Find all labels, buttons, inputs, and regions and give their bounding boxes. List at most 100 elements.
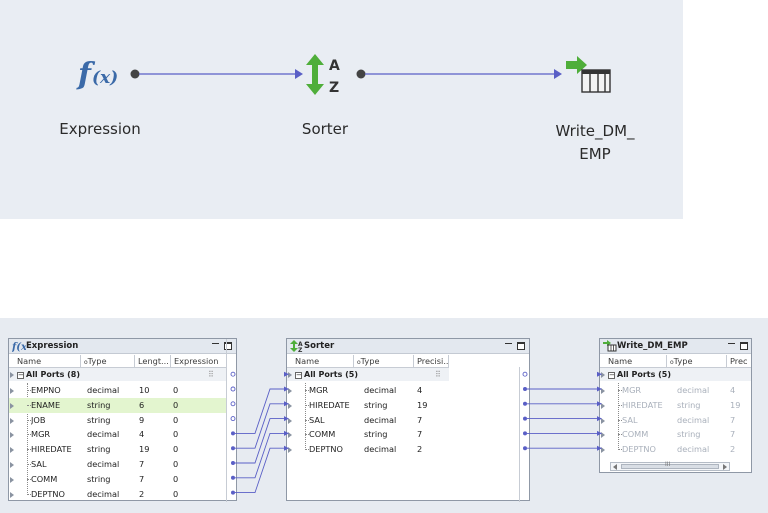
port-precision: 19 (417, 399, 428, 410)
port-group-all-ports[interactable]: −All Ports (8) ⠿ (9, 368, 226, 381)
minimize-icon[interactable] (728, 343, 735, 344)
column-header-name[interactable]: Name (292, 355, 354, 367)
port-type: decimal (677, 444, 710, 455)
scrollbar-thumb[interactable]: III (621, 461, 719, 469)
scroll-thumb-grip: III (665, 461, 671, 468)
port-link[interactable] (235, 432, 284, 479)
expand-icon (10, 432, 14, 439)
horizontal-scrollbar[interactable]: III (610, 461, 730, 471)
port-type: decimal (364, 385, 397, 395)
port-expression: 0 (173, 444, 179, 455)
port-length: 7 (139, 473, 145, 484)
sorter-panel-titlebar[interactable]: A Z Sorter (287, 339, 529, 354)
panel-title: Write_DM_EMP (617, 341, 688, 351)
maximize-icon[interactable] (740, 342, 748, 350)
port-type: decimal (677, 385, 710, 395)
port-type: string (87, 473, 111, 484)
column-header-expression[interactable]: Expression (174, 356, 218, 366)
collapse-icon[interactable]: − (295, 371, 302, 379)
expression-output-port[interactable] (130, 69, 140, 79)
sorter-output-port[interactable] (356, 69, 366, 79)
expression-node-label[interactable]: Expression (59, 120, 141, 138)
collapse-icon[interactable]: − (608, 371, 615, 379)
expand-icon (288, 388, 292, 394)
port-group-all-ports[interactable]: −All Ports (5) (600, 368, 751, 381)
maximize-icon[interactable] (517, 342, 525, 350)
target-node-label[interactable]: Write_DM_ EMP (530, 120, 660, 166)
maximize-icon[interactable] (224, 342, 232, 350)
column-header-precision[interactable]: Precisi... (414, 355, 449, 367)
port-link[interactable] (235, 447, 284, 494)
port-name: SAL (309, 414, 325, 425)
port-link[interactable] (235, 388, 284, 434)
port-precision: 19 (730, 399, 741, 410)
expand-icon (601, 432, 605, 439)
target-panel[interactable]: Write_DM_EMP Name oType Prec −All Ports … (599, 338, 752, 473)
port-type: decimal (87, 429, 120, 440)
scroll-right-icon[interactable] (723, 464, 727, 470)
port-type: string (364, 429, 388, 440)
port-name: COMM (31, 473, 58, 484)
expression-panel-titlebar[interactable]: f(x) Expression (9, 339, 236, 354)
column-header-precision[interactable]: Prec (730, 356, 748, 366)
port-expression: 0 (173, 385, 179, 395)
port-expression: 0 (173, 459, 179, 469)
target-table-icon[interactable] (566, 56, 611, 93)
column-header-name[interactable]: Name (605, 355, 667, 367)
port-name: MGR (31, 429, 51, 440)
column-header-length[interactable]: Lengt... (135, 355, 171, 367)
port-expression: 0 (173, 399, 179, 410)
port-name: SAL (622, 414, 638, 425)
scroll-left-icon[interactable] (613, 464, 617, 470)
target-label-line1: Write_DM_ (555, 122, 635, 140)
port-group-all-ports[interactable]: −All Ports (5) ⠿ (287, 368, 449, 381)
sorter-panel[interactable]: A Z Sorter Name oType Precisi... −All Po… (286, 338, 530, 502)
port-name: COMM (309, 429, 336, 440)
expand-icon (10, 491, 14, 498)
target-panel-titlebar[interactable]: Write_DM_EMP (600, 339, 751, 354)
port-link[interactable] (235, 403, 284, 449)
function-icon[interactable]: f (x) (76, 57, 118, 92)
port-link[interactable] (235, 418, 284, 464)
port-view-canvas[interactable]: f(x) Expression Name oType Lengt... Expr… (0, 318, 768, 513)
port-type: decimal (677, 414, 710, 425)
column-header-name[interactable]: Name (14, 355, 81, 367)
collapse-icon[interactable]: − (17, 371, 24, 379)
port-name: SAL (31, 459, 47, 469)
sorter-node-label[interactable]: Sorter (301, 120, 349, 138)
port-type: string (87, 399, 111, 410)
minimize-icon[interactable] (505, 343, 512, 344)
port-precision: 7 (417, 414, 423, 425)
port-length: 10 (139, 385, 150, 395)
port-precision: 4 (730, 385, 736, 395)
mapping-canvas[interactable]: f (x) A Z Expression Sorter Write_DM_ (0, 0, 683, 219)
minimize-icon[interactable] (212, 343, 219, 344)
port-name: JOB (31, 414, 46, 425)
port-name: HIREDATE (309, 399, 350, 410)
sort-az-icon[interactable]: A Z (306, 54, 340, 96)
column-header-type[interactable]: oType (81, 355, 135, 367)
expression-panel[interactable]: f(x) Expression Name oType Lengt... Expr… (8, 338, 237, 502)
column-header-type[interactable]: oType (354, 355, 414, 367)
port-precision: 2 (730, 444, 736, 455)
svg-text:(x): (x) (92, 68, 118, 88)
column-header-type[interactable]: oType (667, 355, 727, 367)
